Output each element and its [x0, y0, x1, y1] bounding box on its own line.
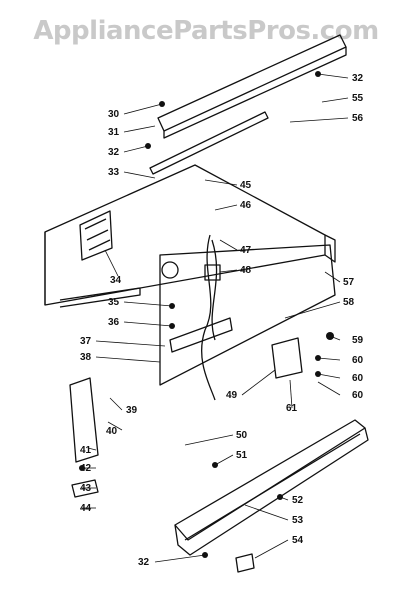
bottom-rail [174, 419, 366, 541]
callout-label: 52 [292, 495, 304, 506]
wiring [201, 234, 216, 401]
rear-panel [159, 244, 336, 386]
callout-label: 60 [352, 390, 364, 401]
callout-label: 32 [108, 147, 120, 158]
callout-label: 35 [108, 297, 120, 308]
callout-label: 50 [236, 430, 248, 441]
foot-plate [71, 479, 99, 498]
callout-label: 54 [292, 535, 304, 546]
callout-label: 61 [286, 403, 298, 414]
callout-label: 31 [108, 127, 120, 138]
side-bracket [69, 377, 99, 463]
callout-label: 43 [80, 483, 92, 494]
callout-label: 38 [80, 352, 92, 363]
callout-label: 57 [343, 277, 355, 288]
callout-label: 60 [352, 373, 364, 384]
rod [149, 111, 269, 175]
callout-label: 55 [352, 93, 364, 104]
callout-label: 32 [352, 73, 364, 84]
watermark: AppliancePartsPros.com [33, 16, 379, 46]
callout-label: 37 [80, 336, 92, 347]
callout-label: 58 [343, 297, 355, 308]
callout-label: 32 [138, 557, 150, 568]
callout-label: 47 [240, 245, 252, 256]
callout-label: 30 [108, 109, 120, 120]
relay [204, 264, 221, 281]
callout-label: 56 [352, 113, 364, 124]
callout-label: 33 [108, 167, 120, 178]
callout-label: 49 [226, 390, 238, 401]
callout-label: 46 [240, 200, 252, 211]
end-clip [235, 553, 255, 573]
main-panel [44, 164, 326, 306]
callout-label: 45 [240, 180, 252, 191]
wiring [211, 239, 218, 341]
callout-label: 39 [126, 405, 138, 416]
callout-label: 42 [80, 463, 92, 474]
callout-label: 59 [352, 335, 364, 346]
top-trim-strip [157, 34, 347, 132]
callout-label: 40 [106, 426, 118, 437]
panel-window [79, 210, 113, 261]
callout-label: 48 [240, 265, 252, 276]
callout-label: 44 [80, 503, 92, 514]
callout-label: 60 [352, 355, 364, 366]
callout-label: 36 [108, 317, 120, 328]
callout-label: 34 [110, 275, 122, 286]
control-knob [271, 337, 303, 379]
callout-label: 41 [80, 445, 92, 456]
callout-label: 53 [292, 515, 304, 526]
coil [161, 261, 179, 279]
callout-label: 51 [236, 450, 248, 461]
